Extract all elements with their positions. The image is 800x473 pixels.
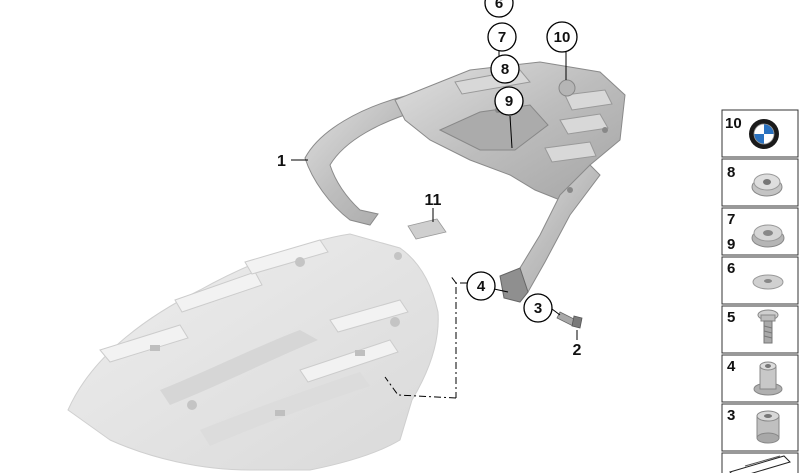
part-label-1: 1 — [277, 153, 286, 170]
part-label-11: 11 — [425, 192, 442, 209]
spacer-sleeve-icon — [753, 361, 783, 396]
callout-4: 4 — [466, 271, 496, 301]
legend-number-9: 9 — [727, 236, 735, 253]
seat-cover-panel — [67, 233, 439, 471]
legend-number-4: 4 — [727, 358, 736, 375]
legend-number-6: 6 — [727, 260, 735, 277]
legend-item-partial — [721, 452, 799, 473]
leader-lines — [291, 51, 578, 399]
luggage-rack-part — [304, 61, 626, 303]
legend-item-3: 3 — [721, 403, 799, 452]
callout-8: 8 — [490, 54, 520, 84]
callout-7-number: 7 — [498, 29, 506, 46]
callout-6-number: 6 — [495, 0, 503, 12]
legend-item-6: 6 — [721, 256, 799, 305]
callout-8-number: 8 — [501, 61, 509, 78]
mounting-screw-part — [556, 311, 583, 329]
washer-grommet-icon — [751, 224, 785, 248]
legend-item-4: 4 — [721, 354, 799, 403]
grommet-nut-icon — [751, 173, 783, 197]
rubber-pad-part — [407, 218, 447, 240]
diagram-arrow-icon — [729, 455, 791, 473]
callout-7: 7 — [487, 22, 517, 52]
screw-icon — [757, 309, 779, 344]
callout-4-number: 4 — [477, 278, 486, 295]
bushing-icon — [756, 410, 780, 444]
callout-3: 3 — [523, 293, 553, 323]
callout-6: 6 — [484, 0, 514, 18]
callout-10: 10 — [546, 21, 578, 53]
legend-number-8: 8 — [727, 164, 735, 181]
bmw-roundel-icon — [749, 119, 779, 149]
legend-item-10: 10 — [721, 109, 799, 158]
legend-item-5: 5 — [721, 305, 799, 354]
part-label-2: 2 — [573, 342, 582, 359]
callout-3-number: 3 — [534, 300, 542, 317]
legend-number-7: 7 — [727, 211, 735, 228]
callout-9: 9 — [494, 86, 524, 116]
legend-number-5: 5 — [727, 309, 735, 326]
legend-number-10: 10 — [725, 115, 742, 132]
flat-washer-icon — [752, 274, 784, 290]
callout-9-number: 9 — [505, 93, 513, 110]
legend-item-7-9: 7 9 — [721, 207, 799, 256]
parts-legend: 10 8 7 9 — [721, 109, 799, 473]
callout-10-number: 10 — [554, 29, 571, 46]
legend-item-8: 8 — [721, 158, 799, 207]
legend-number-3: 3 — [727, 407, 735, 424]
